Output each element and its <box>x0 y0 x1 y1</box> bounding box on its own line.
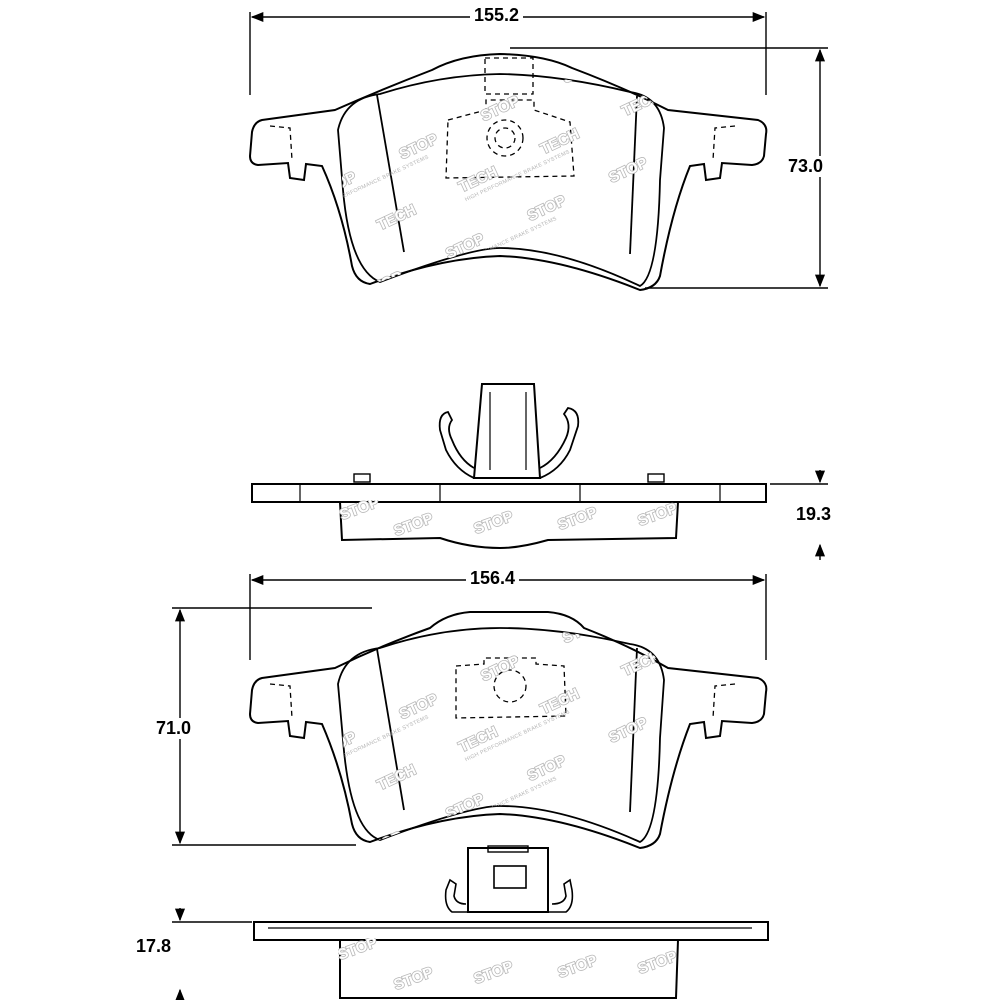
label-top-pad-height: 73.0 <box>784 156 828 177</box>
bottom-pad-front-view: STOP STOP STOP STOP TECH TECH TECH TECH … <box>248 611 768 850</box>
bottom-pad-edge-view: STOP STOP STOP STOP STOP <box>253 845 769 999</box>
bottom-friction-pad <box>337 627 665 844</box>
svg-text:TECH: TECH <box>619 647 663 680</box>
svg-text:STOP: STOP <box>606 154 650 187</box>
dimension-19-3 <box>770 470 828 560</box>
svg-text:STOP: STOP <box>478 92 522 125</box>
svg-text:HIGH PERFORMANCE BRAKE SYSTEMS: HIGH PERFORMANCE BRAKE SYSTEMS <box>323 154 430 208</box>
label-top-pad-thickness: 19.3 <box>792 504 836 525</box>
svg-text:STOP: STOP <box>560 614 604 647</box>
svg-text:STOP: STOP <box>636 948 680 978</box>
svg-text:STOP: STOP <box>556 952 600 982</box>
svg-text:STOP: STOP <box>472 508 516 538</box>
label-top-pad-width: 155.2 <box>470 5 524 26</box>
svg-text:STOP: STOP <box>636 500 680 530</box>
svg-text:HIGH PERFORMANCE BRAKE SYSTEMS: HIGH PERFORMANCE BRAKE SYSTEMS <box>323 714 430 768</box>
dimension-73-0 <box>510 47 828 289</box>
top-backing-plate <box>248 52 768 292</box>
svg-text:STOP: STOP <box>478 652 522 685</box>
label-bottom-pad-height: 71.0 <box>152 718 196 739</box>
bottom-backing-plate <box>248 611 768 850</box>
svg-text:STOP: STOP <box>315 729 359 762</box>
top-friction-pad <box>337 73 665 288</box>
label-bottom-pad-thickness: 17.8 <box>132 936 176 957</box>
svg-text:STOP: STOP <box>336 934 380 964</box>
top-pad-front-view: STOP STOP STOP STOP TECH TECH TECH TECH … <box>248 52 768 292</box>
svg-text:STOP: STOP <box>338 494 382 524</box>
svg-text:STOP: STOP <box>556 504 600 534</box>
bottom-watermark: STOP STOP STOP STOP TECH TECH TECH TECH … <box>315 614 664 842</box>
label-bottom-pad-width: 156.4 <box>466 568 520 589</box>
svg-text:STOP: STOP <box>606 714 650 747</box>
svg-text:STOP: STOP <box>392 964 436 994</box>
svg-text:STOP: STOP <box>472 958 516 988</box>
dimension-17-8 <box>172 908 252 1000</box>
svg-text:STOP: STOP <box>392 510 436 540</box>
top-pad-edge-view: STOP STOP STOP STOP STOP <box>251 383 767 550</box>
svg-text:STOP: STOP <box>315 169 359 202</box>
top-watermark: STOP STOP STOP STOP TECH TECH TECH TECH … <box>315 74 664 286</box>
